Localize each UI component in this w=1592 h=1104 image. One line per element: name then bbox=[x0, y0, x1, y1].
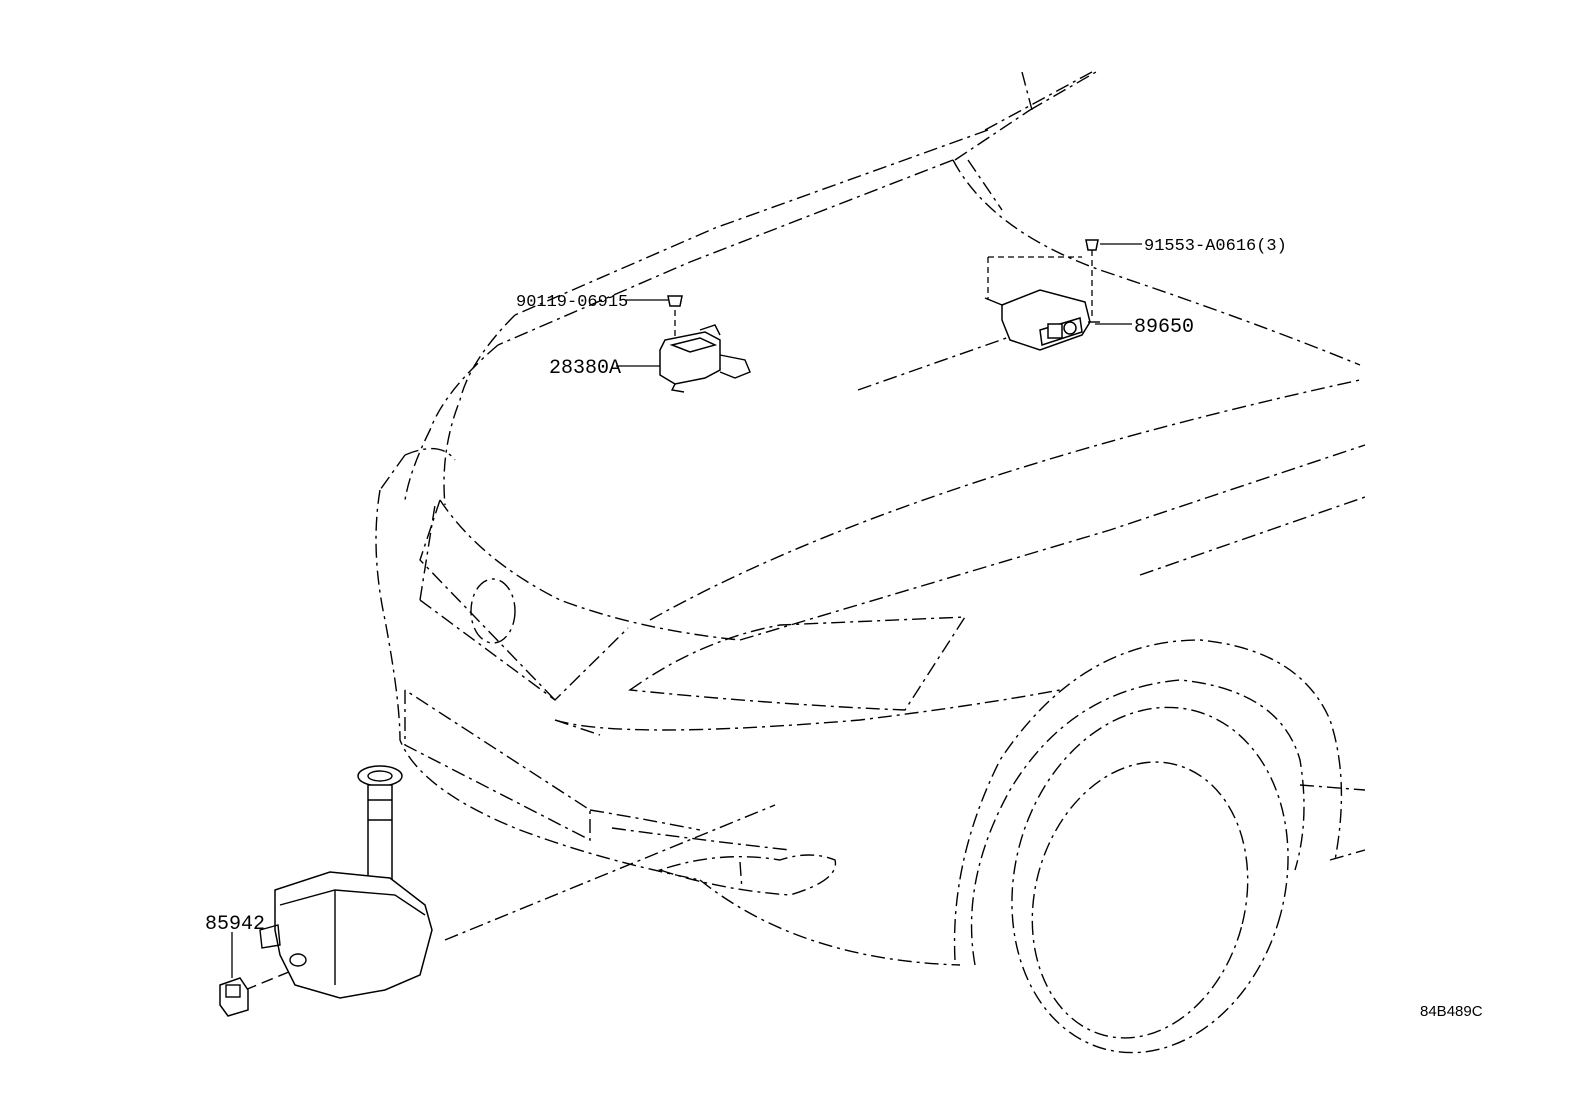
callout-sensor-left: 28380A bbox=[549, 357, 621, 380]
callout-bolt-left: 90119-06915 bbox=[516, 293, 628, 312]
sensor-28380a-drawing bbox=[659, 295, 751, 393]
callout-washer-part: 85942 bbox=[205, 913, 265, 936]
callout-leaders bbox=[231, 243, 1142, 978]
car-body-outline bbox=[244, 71, 1366, 1054]
diagram-code: 84B489C bbox=[1420, 1003, 1483, 1020]
module-89650-drawing bbox=[984, 239, 1100, 351]
callout-module-right: 89650 bbox=[1134, 316, 1194, 339]
washer-tank-drawing bbox=[219, 765, 433, 1017]
callout-bolt-right: 91553-A0616(3) bbox=[1144, 237, 1287, 256]
